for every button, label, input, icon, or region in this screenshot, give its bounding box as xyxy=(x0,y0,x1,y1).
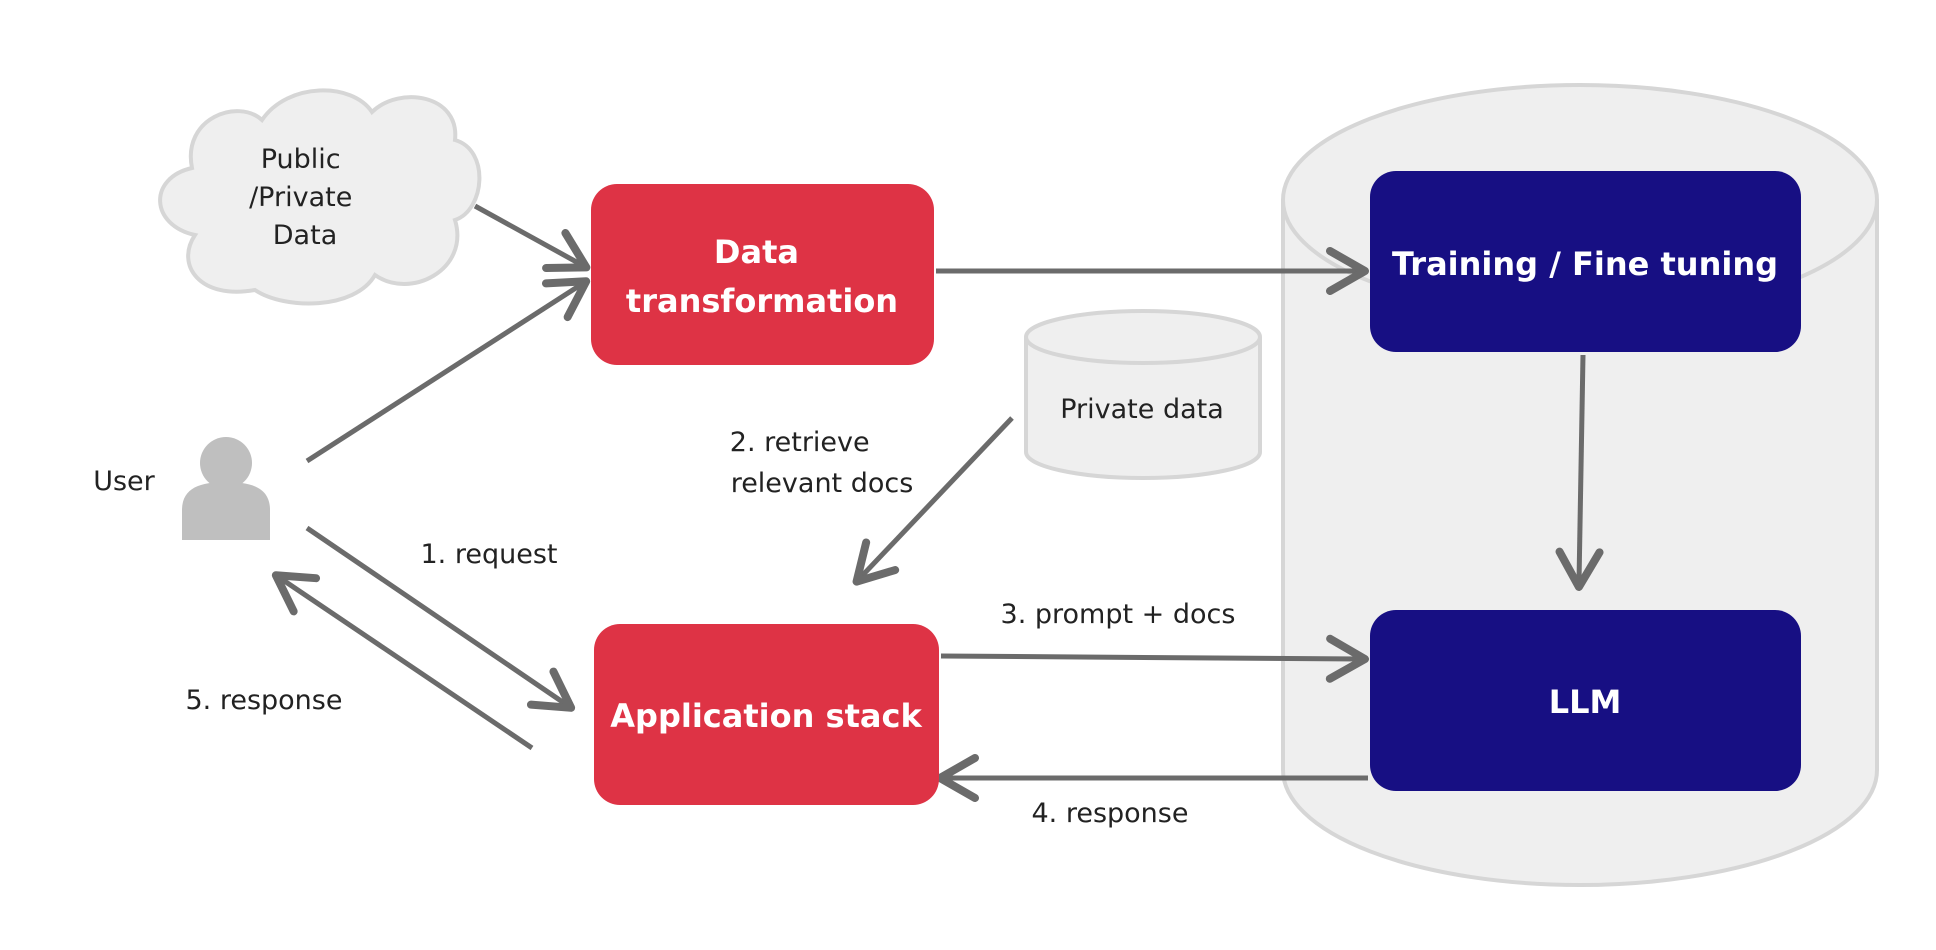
arrow-user-to-app-request xyxy=(305,525,576,712)
retrieve-edge-label: 2. retrieve relevant docs xyxy=(730,427,914,499)
retrieve-edge-label-line: 2. retrieve xyxy=(730,427,870,458)
application-stack-box: Application stack xyxy=(594,624,939,805)
training-fine-tuning-label: Training / Fine tuning xyxy=(1392,245,1778,283)
arrow-app-to-llm-prompt xyxy=(940,634,1369,683)
retrieve-edge-label-line: relevant docs xyxy=(731,468,914,499)
data-transformation-label-line: transformation xyxy=(626,282,898,320)
arrow-cloud-to-transformation xyxy=(473,203,591,273)
user-label: User xyxy=(93,466,155,497)
cloud-label-line: Data xyxy=(273,220,337,251)
cloud-label-line: Public xyxy=(261,144,341,175)
user-node: User xyxy=(93,437,270,540)
cloud-label-line: /Private xyxy=(249,182,352,213)
user-icon xyxy=(182,437,270,540)
arrow-user-to-transformation xyxy=(305,277,591,464)
arrow-training-to-llm xyxy=(1555,354,1604,591)
private-data-label: Private data xyxy=(1060,394,1224,425)
llm-response-edge-label: 4. response xyxy=(1032,798,1189,829)
arrow-private-data-to-app xyxy=(852,416,1014,586)
llm-label: LLM xyxy=(1549,683,1622,721)
data-transformation-label: Data transformation xyxy=(626,233,898,320)
user-response-edge-label: 5. response xyxy=(186,685,343,716)
llm-box: LLM xyxy=(1370,610,1801,791)
arrow-app-to-user-response xyxy=(271,571,534,751)
private-data-cylinder: Private data xyxy=(1024,309,1262,480)
public-private-data-cloud: Public /Private Data xyxy=(158,88,482,306)
training-fine-tuning-box: Training / Fine tuning xyxy=(1370,171,1801,352)
data-transformation-label-line: Data xyxy=(714,233,799,271)
request-edge-label: 1. request xyxy=(421,539,558,570)
data-transformation-box: Data transformation xyxy=(591,184,934,365)
prompt-edge-label: 3. prompt + docs xyxy=(1001,599,1236,630)
application-stack-label: Application stack xyxy=(610,697,922,735)
cloud-label: Public /Private Data xyxy=(249,144,361,251)
